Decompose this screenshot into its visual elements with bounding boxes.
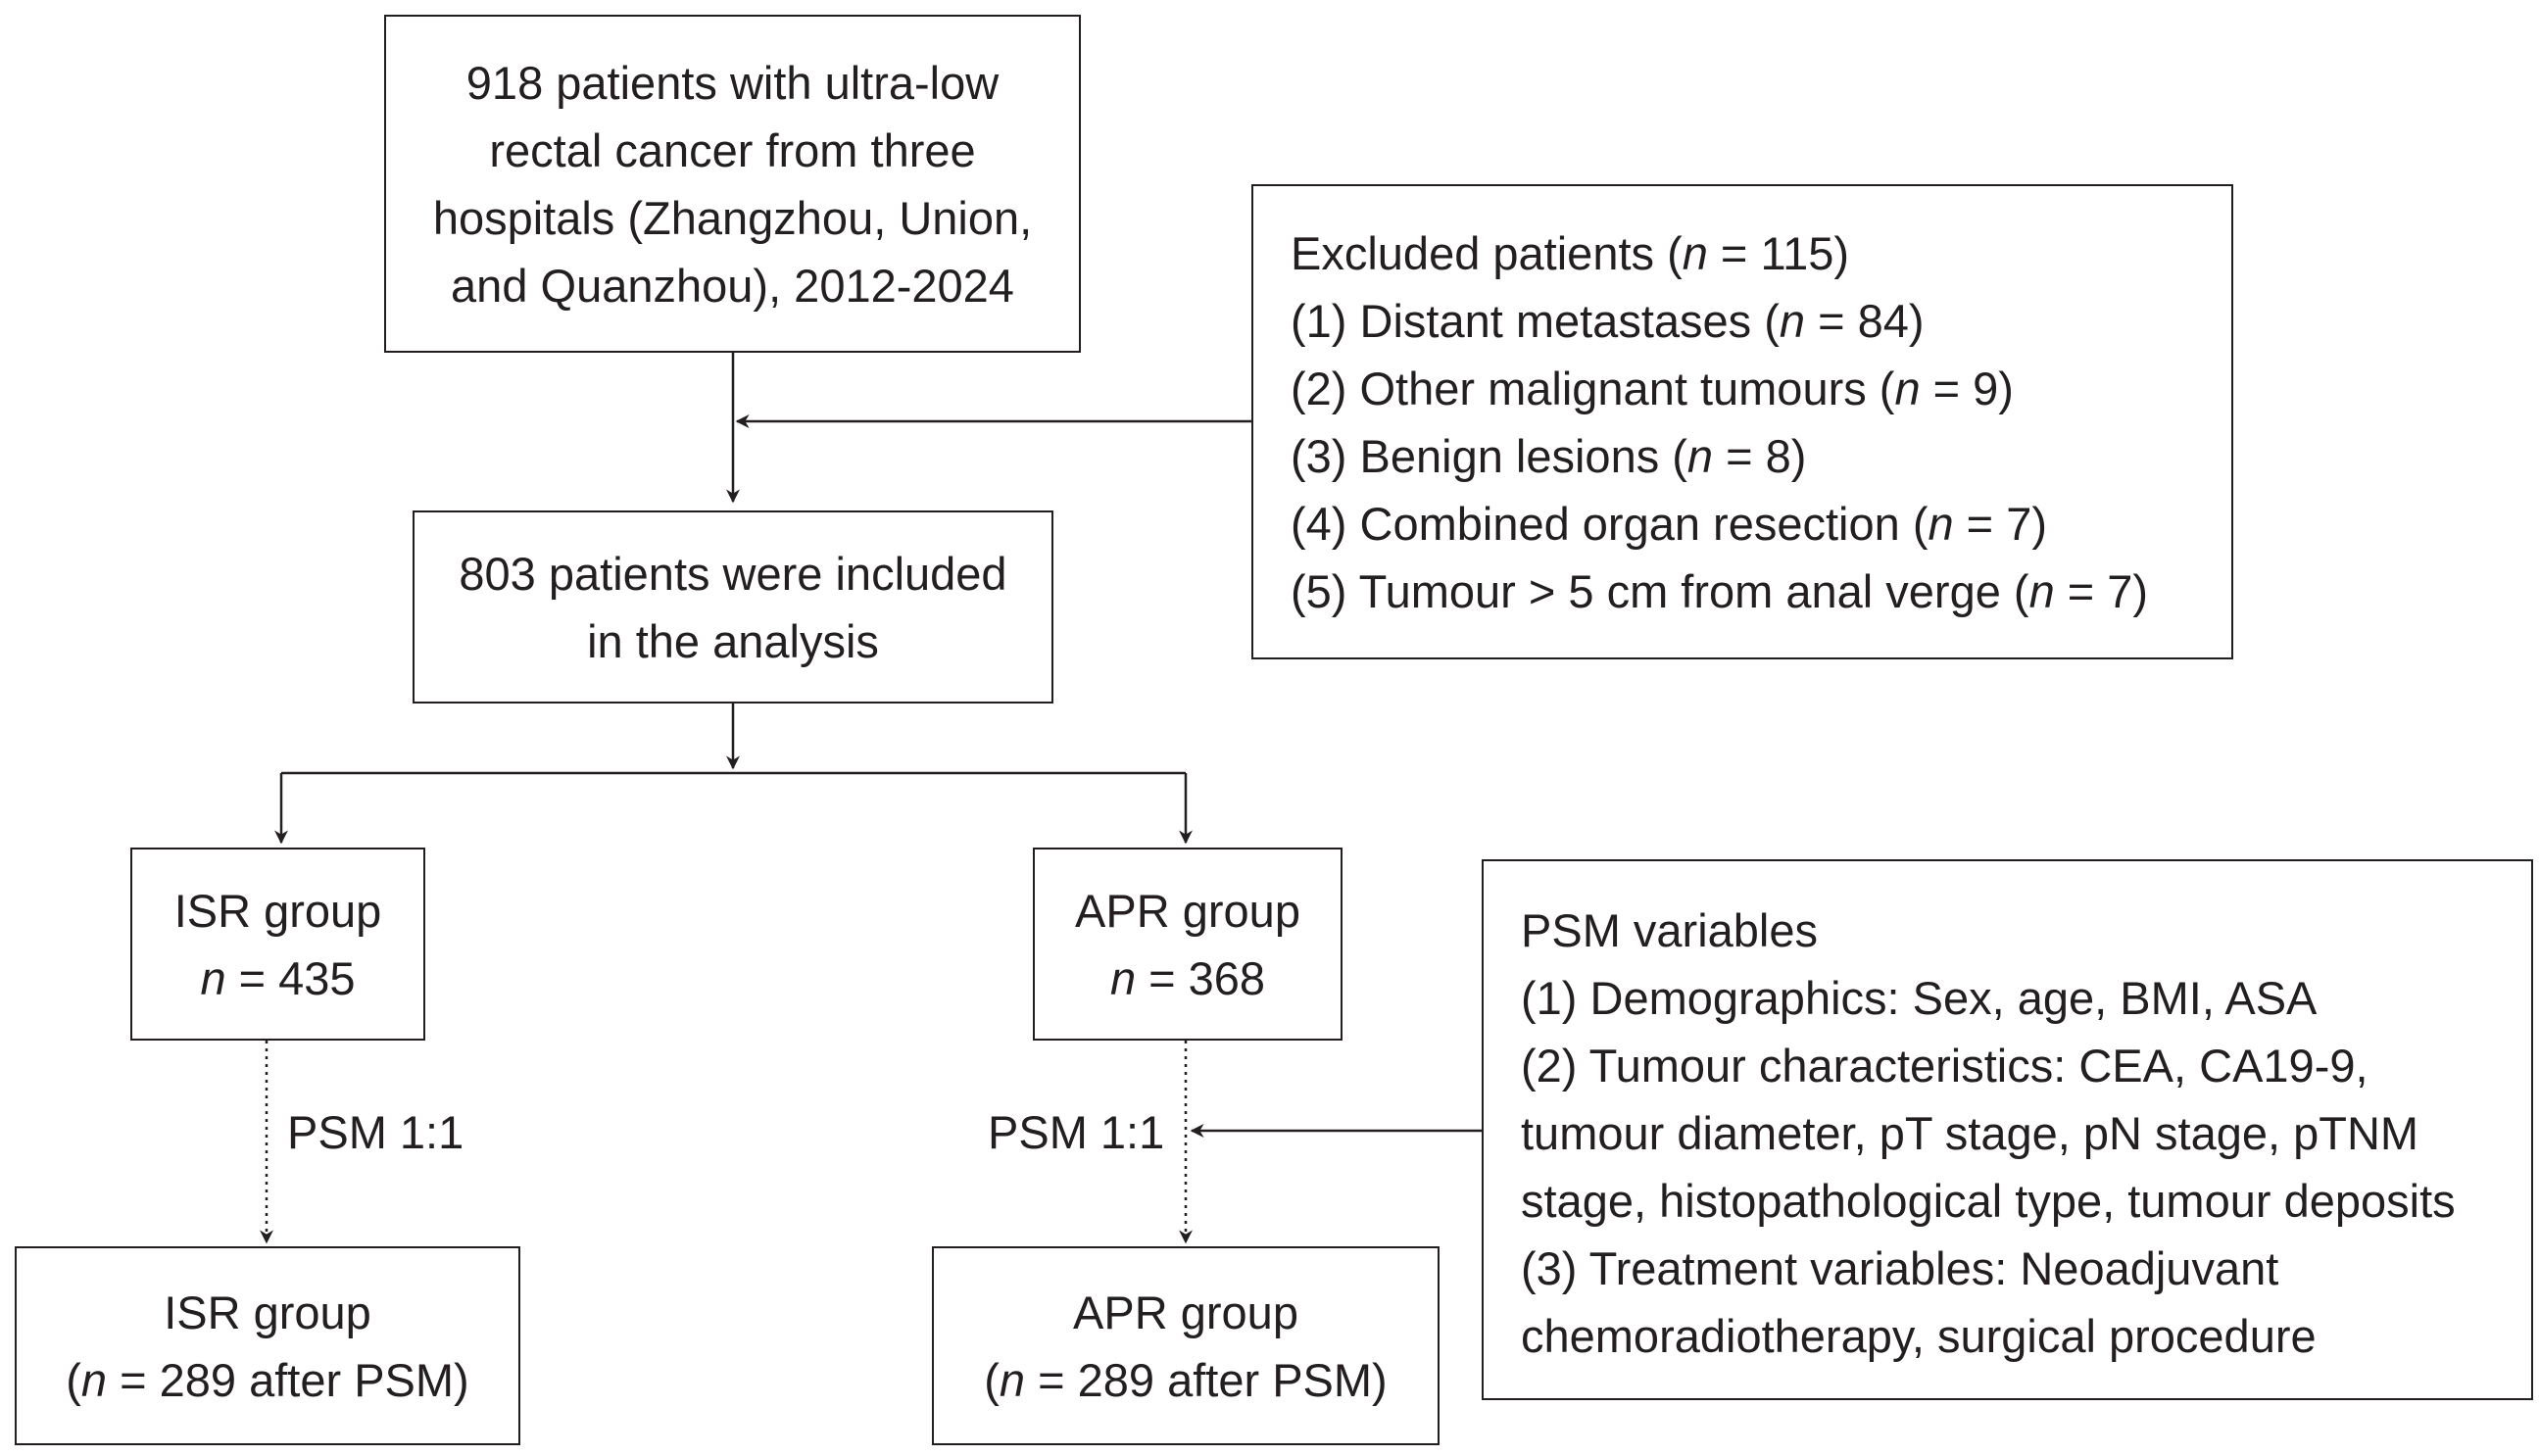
source-line-1: 918 patients with ultra-low <box>465 56 1000 109</box>
isr-group-count: n = 435 <box>200 951 356 1004</box>
isr-group-label: ISR group <box>173 884 382 937</box>
exclusion-item-2: (2) Other malignant tumours (n = 9) <box>1291 363 2014 414</box>
apr-group-count: n = 368 <box>1109 951 1266 1004</box>
included-box: 803 patients were included in the analys… <box>413 510 1053 704</box>
isr-after-box: ISR group (n = 289 after PSM) <box>15 1246 520 1445</box>
psm-variables-line-4: stage, histopathological type, tumour de… <box>1521 1175 2456 1227</box>
psm-label-left: PSM 1:1 <box>287 1106 464 1158</box>
exclusion-item-1: (1) Distant metastases (n = 84) <box>1291 295 1925 347</box>
apr-after-label: APR group <box>1073 1286 1298 1338</box>
apr-group-label: APR group <box>1075 884 1300 937</box>
psm-variables-box: PSM variables (1) Demographics: Sex, age… <box>1482 859 2533 1400</box>
psm-variables-line-5: (3) Treatment variables: Neoadjuvant <box>1521 1242 2279 1294</box>
apr-after-count: (n = 289 after PSM) <box>984 1353 1388 1406</box>
apr-after-box: APR group (n = 289 after PSM) <box>932 1246 1440 1445</box>
exclusion-title: Excluded patients (n = 115) <box>1291 227 1850 279</box>
isr-group-box: ISR group n = 435 <box>130 848 425 1041</box>
isr-after-count: (n = 289 after PSM) <box>66 1353 469 1406</box>
psm-variables-line-6: chemoradiotherapy, surgical procedure <box>1521 1310 2317 1362</box>
included-line-1: 803 patients were included <box>459 547 1007 600</box>
psm-variables-line-1: (1) Demographics: Sex, age, BMI, ASA <box>1521 972 2318 1024</box>
source-line-4: and Quanzhou), 2012-2024 <box>451 259 1014 312</box>
included-line-2: in the analysis <box>587 614 879 667</box>
exclusion-item-5: (5) Tumour > 5 cm from anal verge (n = 7… <box>1291 565 2149 617</box>
exclusion-item-3: (3) Benign lesions (n = 8) <box>1291 430 1807 482</box>
psm-variables-line-2: (2) Tumour characteristics: CEA, CA19-9, <box>1521 1040 2368 1092</box>
source-box: 918 patients with ultra-low rectal cance… <box>384 15 1081 353</box>
exclusion-item-4: (4) Combined organ resection (n = 7) <box>1291 498 2047 550</box>
psm-label-right: PSM 1:1 <box>988 1106 1165 1158</box>
psm-variables-line-3: tumour diameter, pT stage, pN stage, pTN… <box>1521 1107 2419 1159</box>
psm-variables-title: PSM variables <box>1521 904 1818 956</box>
apr-group-box: APR group n = 368 <box>1033 848 1343 1041</box>
exclusion-box: Excluded patients (n = 115) (1) Distant … <box>1251 184 2233 659</box>
source-line-3: hospitals (Zhangzhou, Union, <box>432 191 1033 244</box>
isr-after-label: ISR group <box>164 1286 371 1338</box>
source-line-2: rectal cancer from three <box>489 123 976 176</box>
